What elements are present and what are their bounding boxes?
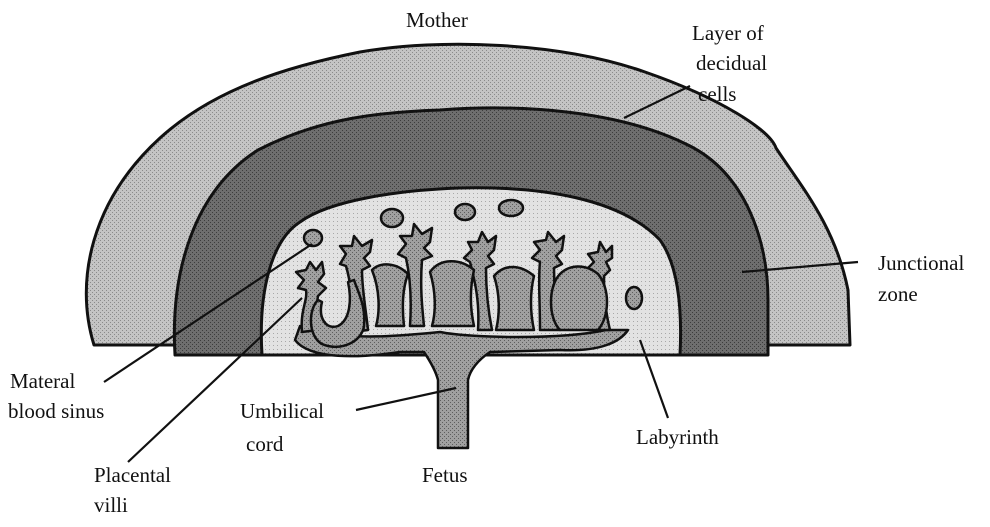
blood-sinus	[455, 204, 475, 220]
villus-loop-3	[430, 261, 474, 326]
blood-sinus	[304, 230, 322, 246]
blood-sinus	[499, 200, 523, 216]
villus-loop-5	[551, 267, 607, 331]
label-junctional-line-1: Junctional	[878, 251, 964, 275]
label-decidual-line-1: Layer of	[692, 21, 764, 45]
label-labyrinth: Labyrinth	[636, 425, 719, 449]
label-mother: Mother	[406, 8, 468, 32]
blood-sinus	[381, 209, 403, 227]
blood-sinus	[626, 287, 642, 309]
label-cord-line-2: cord	[246, 432, 284, 456]
label-sinus-line-2: blood sinus	[8, 399, 104, 423]
label-junctional-line-2: zone	[878, 282, 918, 306]
label-decidual-line-2: decidual	[696, 51, 767, 75]
label-cord-line-1: Umbilical	[240, 399, 324, 423]
label-fetus: Fetus	[422, 463, 468, 487]
villus-loop-4	[494, 267, 534, 330]
label-sinus-line-1: Materal	[10, 369, 75, 393]
label-decidual-line-3: cells	[698, 82, 736, 106]
villus-loop-2	[372, 264, 408, 326]
label-villi-line-2: villi	[94, 493, 128, 517]
label-villi-line-1: Placental	[94, 463, 171, 487]
